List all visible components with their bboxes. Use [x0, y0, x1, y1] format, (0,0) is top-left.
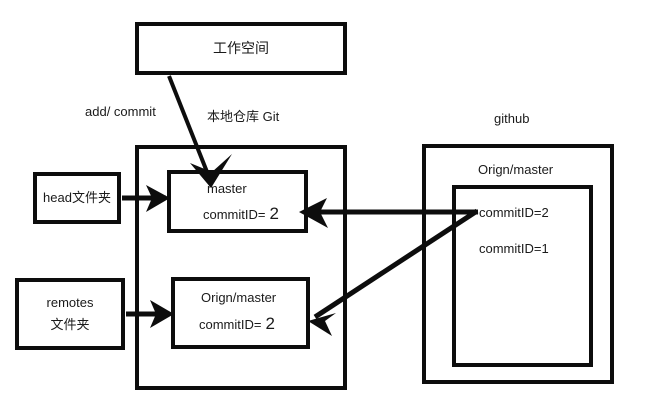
head-folder-label: head文件夹: [43, 190, 111, 206]
head-folder-box: head文件夹: [33, 172, 121, 224]
remotes-folder-line1: remotes: [46, 295, 94, 311]
github-commit-1-label: commitID=1: [479, 241, 549, 256]
local-master-commit-label: commitID=: [203, 207, 266, 222]
local-origin-master-name: Orign/master: [201, 290, 277, 305]
remotes-folder-box: remotes 文件夹: [15, 278, 125, 350]
local-origin-master-commit: commitID=2: [199, 313, 275, 336]
github-label: github: [494, 111, 530, 126]
local-master-commit-value: 2: [269, 204, 280, 223]
local-origin-master-commit-label: commitID=: [199, 317, 262, 332]
local-repo-label: 本地仓库 Git: [207, 109, 280, 124]
workspace-box: 工作空间: [135, 22, 347, 75]
local-master-name: master: [207, 181, 247, 196]
local-origin-master-commit-value: 2: [265, 314, 276, 333]
github-origin-master-name: Orign/master: [478, 162, 554, 177]
workspace-label: 工作空间: [213, 40, 269, 57]
local-master-commit: commitID=2: [203, 203, 279, 226]
add-commit-label: add/ commit: [85, 104, 156, 119]
github-commit-2-label: commitID=2: [479, 205, 549, 220]
remotes-folder-line2: 文件夹: [50, 317, 90, 332]
